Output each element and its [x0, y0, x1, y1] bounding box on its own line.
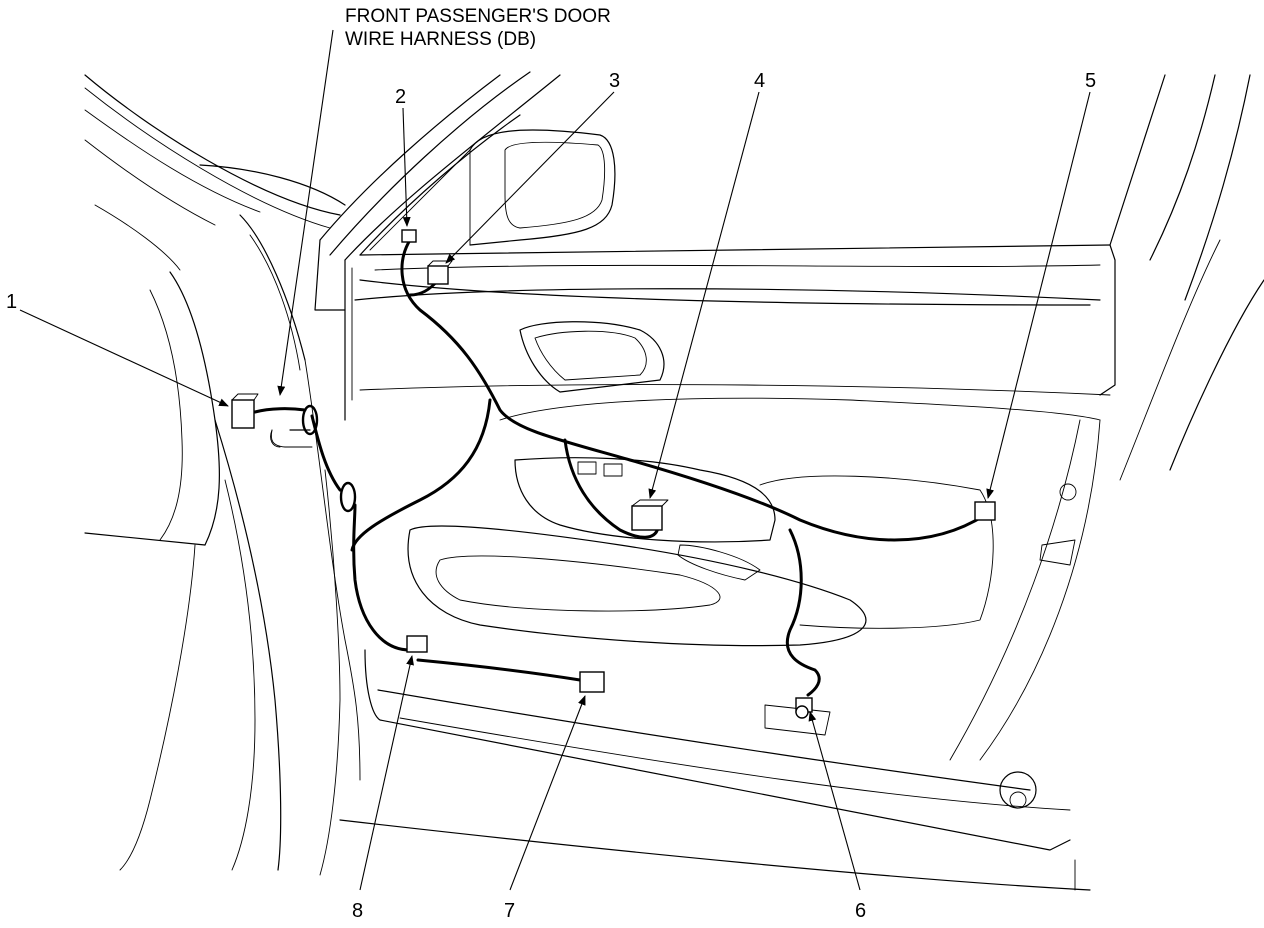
harness-grommet-upper — [301, 404, 319, 436]
callout-2: 2 — [395, 86, 406, 108]
callout-8: 8 — [352, 900, 363, 922]
leader-lines — [19, 29, 1091, 891]
door-wire-harness — [253, 238, 987, 697]
connector-6 — [795, 697, 813, 719]
harness-grommet-lower — [339, 481, 357, 513]
connector-8 — [406, 635, 428, 653]
callout-6: 6 — [855, 900, 866, 922]
connector-4 — [631, 499, 669, 531]
callout-3: 3 — [609, 70, 620, 92]
connector-7 — [579, 671, 605, 693]
callout-1: 1 — [6, 291, 17, 313]
connector-2 — [401, 229, 417, 243]
callout-5: 5 — [1085, 70, 1096, 92]
connector-1 — [231, 393, 259, 429]
harness-title-line-1: FRONT PASSENGER'S DOOR — [345, 6, 611, 27]
body-pillar-outline — [84, 74, 361, 876]
connector-3 — [427, 260, 453, 285]
callout-4: 4 — [754, 70, 765, 92]
callout-7: 7 — [504, 900, 515, 922]
connector-5 — [974, 501, 996, 521]
door-trim-panel — [339, 279, 1111, 891]
door-frame-outline — [314, 71, 1264, 481]
harness-title-line-2: WIRE HARNESS (DB) — [345, 29, 536, 50]
